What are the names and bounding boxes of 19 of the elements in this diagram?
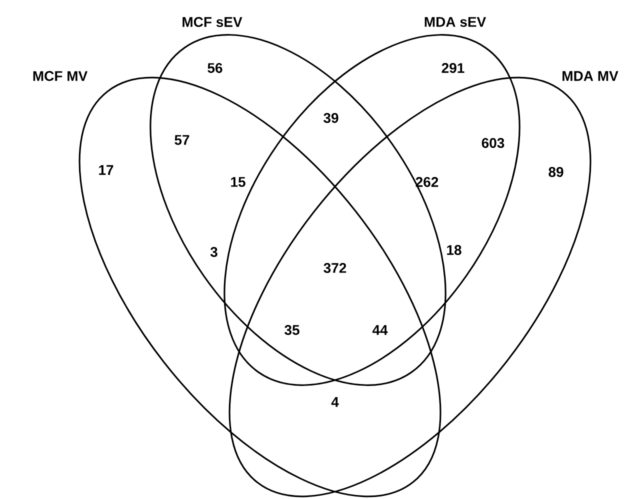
count-label: 3	[210, 247, 218, 257]
count-label: 39	[324, 113, 338, 123]
set-label: MCF MV	[33, 71, 88, 81]
count-label: 35	[284, 325, 300, 335]
count-label: 603	[482, 138, 504, 148]
count-label: 262	[416, 177, 438, 187]
count-label: 372	[324, 263, 346, 273]
count-label: 89	[548, 167, 564, 177]
count-label: 57	[174, 135, 190, 145]
count-label: 4	[331, 397, 339, 407]
count-label: 18	[447, 245, 462, 255]
set-label: MCF sEV	[182, 17, 242, 27]
count-label: 44	[372, 325, 388, 335]
set-label: MDA MV	[562, 71, 618, 81]
count-label: 17	[99, 165, 114, 175]
count-label: 56	[208, 63, 222, 73]
count-label: 291	[442, 63, 464, 73]
count-label: 15	[231, 177, 246, 187]
set-label: MDA sEV	[424, 17, 486, 27]
